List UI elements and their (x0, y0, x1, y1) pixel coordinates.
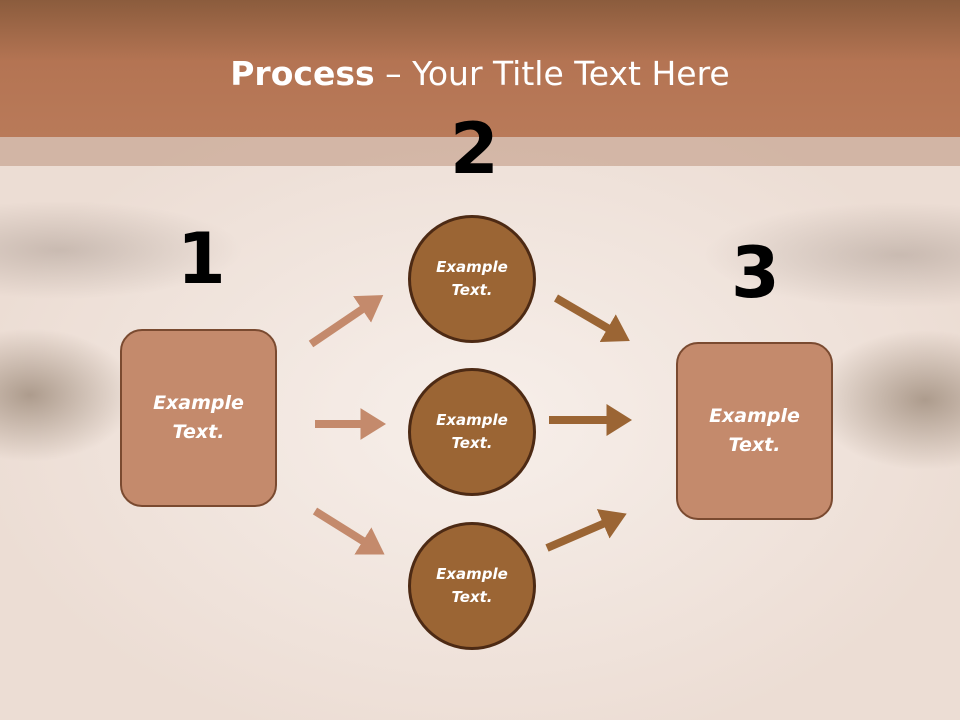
title-bar-band (0, 137, 960, 166)
circle-bottom-line-2: Text. (451, 588, 493, 606)
step-number-3: 3 (731, 232, 780, 314)
circle-top-line-1: Example (436, 258, 508, 276)
step-number-2: 2 (450, 108, 499, 190)
circle-middle-line-1: Example (436, 411, 508, 429)
arrow-bottom-to-right (545, 509, 627, 552)
right-box-line-1: Example (709, 405, 800, 427)
title-bold: Process (230, 54, 375, 93)
circle-bottom-line-1: Example (436, 565, 508, 583)
left-box-line-1: Example (153, 392, 244, 414)
title-rest: – Your Title Text Here (374, 54, 730, 93)
arrow-top-to-right (553, 294, 630, 342)
circle-top-line-2: Text. (451, 281, 493, 299)
slide-title: Process – Your Title Text Here (0, 52, 960, 96)
right-box-line-2: Text. (728, 434, 781, 456)
step-number-1: 1 (177, 218, 226, 300)
left-box-line-2: Text. (172, 421, 225, 443)
circle-middle-line-2: Text. (451, 434, 493, 452)
title-bar (0, 0, 960, 137)
arrow-left-to-top (308, 295, 384, 348)
arrow-left-to-bottom (312, 507, 385, 555)
